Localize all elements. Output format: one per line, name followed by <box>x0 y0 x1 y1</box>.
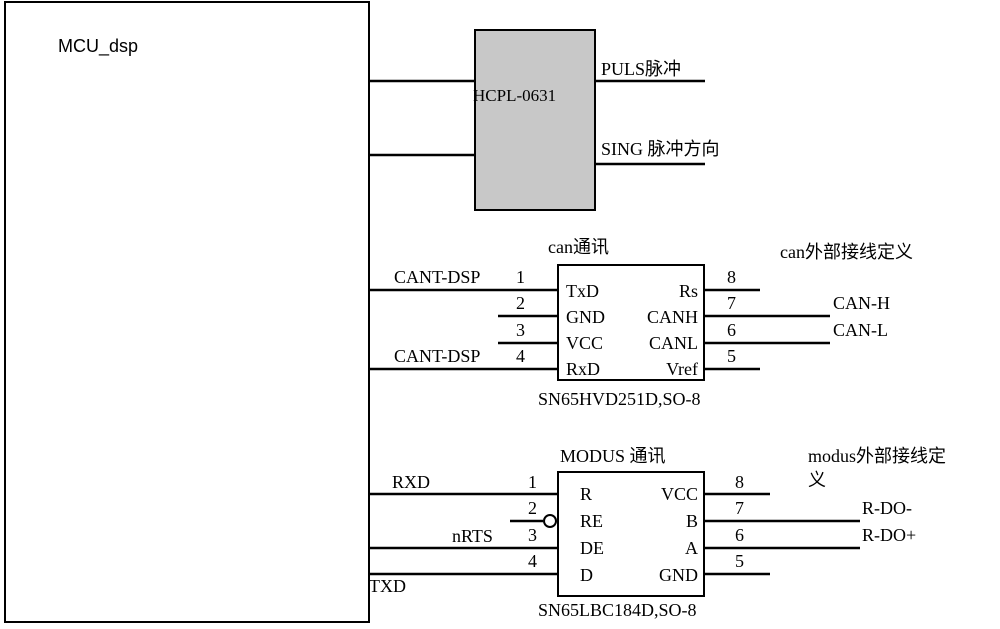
mcu-block <box>5 2 369 622</box>
can-pin-name: CANH <box>647 307 698 327</box>
modbus-pin-number: 8 <box>735 472 744 492</box>
can-h-label: CAN-H <box>833 293 890 313</box>
can-pin-name: Rs <box>679 281 698 301</box>
can-l-label: CAN-L <box>833 320 888 340</box>
can-part-number: SN65HVD251D,SO-8 <box>538 389 701 409</box>
can-pin-number: 2 <box>516 293 525 313</box>
modbus-pin-name: VCC <box>661 484 698 504</box>
modbus-pin-number: 5 <box>735 551 744 571</box>
modbus-net-rxd: RXD <box>392 472 430 492</box>
modbus-title: MODUS 通讯 <box>560 446 666 466</box>
can-pin-name: RxD <box>566 359 600 379</box>
can-pin-number: 1 <box>516 267 525 287</box>
can-pin-number: 7 <box>727 293 736 313</box>
can-pin-name: CANL <box>649 333 698 353</box>
can-external-title: can外部接线定义 <box>780 242 913 262</box>
modbus-pin-number: 6 <box>735 525 744 545</box>
can-pin-number: 5 <box>727 346 736 366</box>
can-pin-number: 4 <box>516 346 525 366</box>
can-net-pin4: CANT-DSP <box>394 346 480 366</box>
modbus-pin-number: 1 <box>528 472 537 492</box>
can-pin-name: GND <box>566 307 605 327</box>
can-pin-number: 8 <box>727 267 736 287</box>
modbus-pin-name: A <box>685 538 698 558</box>
optocoupler-block <box>475 30 595 210</box>
modbus-re-inversion-bubble <box>544 515 556 527</box>
opto-output-1-label: PULS脉冲 <box>601 59 681 79</box>
modbus-pin-name: RE <box>580 511 603 531</box>
can-pin-number: 3 <box>516 320 525 340</box>
can-title: can通讯 <box>548 237 609 257</box>
can-pin-name: Vref <box>666 359 698 379</box>
can-net-pin1: CANT-DSP <box>394 267 480 287</box>
modbus-net-txd: TXD <box>369 576 406 596</box>
modbus-external-title-line2: 义 <box>808 470 826 490</box>
modbus-pin-number: 7 <box>735 498 744 518</box>
modbus-part-number: SN65LBC184D,SO-8 <box>538 600 697 620</box>
modbus-pin-name: D <box>580 565 593 585</box>
opto-output-2-label: SING 脉冲方向 <box>601 139 720 159</box>
modbus-r-do-plus-label: R-DO+ <box>862 525 916 545</box>
modbus-pin-name: GND <box>659 565 698 585</box>
modbus-external-title-line1: modus外部接线定 <box>808 446 946 466</box>
modbus-pin-name: R <box>580 484 592 504</box>
can-pin-number: 6 <box>727 320 736 340</box>
modbus-pin-name: B <box>686 511 698 531</box>
modbus-net-nrts: nRTS <box>452 526 493 546</box>
modbus-r-do-minus-label: R-DO- <box>862 498 912 518</box>
optocoupler-part: HCPL-0631 <box>473 86 556 105</box>
modbus-pin-number: 2 <box>528 498 537 518</box>
can-pin-name: TxD <box>566 281 599 301</box>
can-pin-name: VCC <box>566 333 603 353</box>
modbus-pin-number: 4 <box>528 551 537 571</box>
modbus-pin-name: DE <box>580 538 604 558</box>
modbus-pin-number: 3 <box>528 525 537 545</box>
mcu-label: MCU_dsp <box>58 36 138 57</box>
